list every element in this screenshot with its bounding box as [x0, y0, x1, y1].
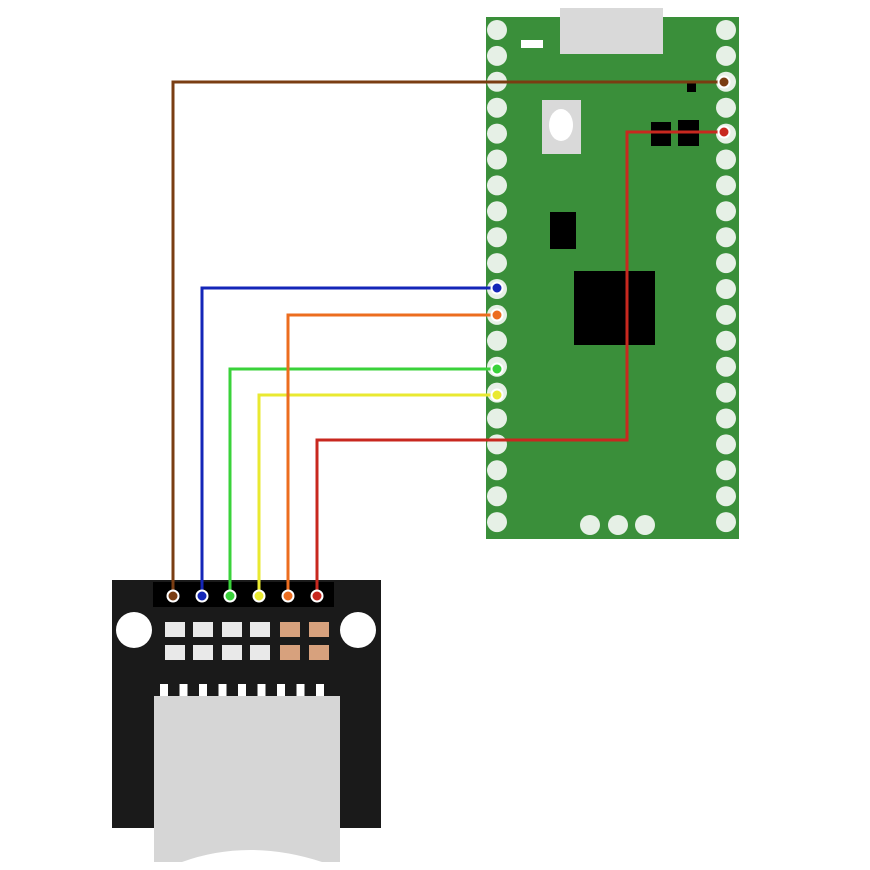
usb-port: [560, 8, 663, 54]
blue-wire-endpoint: [490, 281, 504, 295]
green-wire: [228, 367, 497, 596]
yellow-wire: [257, 393, 497, 596]
sd-card-slot: [154, 696, 340, 862]
pin-pad: [487, 45, 507, 66]
smd-tiny: [687, 83, 696, 92]
pin-pad: [716, 201, 736, 222]
orange-wire-endpoint: [281, 589, 295, 603]
pin-pad: [487, 149, 507, 170]
mounting-hole-right: [340, 612, 376, 648]
yellow-wire-endpoint: [490, 388, 504, 402]
blue-wire: [200, 286, 497, 596]
resistor-band: [280, 637, 300, 645]
green-wire-endpoint: [490, 362, 504, 376]
pin-pad: [487, 20, 507, 40]
pin-pad: [487, 123, 507, 144]
pin-pad: [487, 408, 507, 429]
green-wire-endpoint: [223, 589, 237, 603]
pin-pad: [487, 460, 507, 481]
resistor-array: [165, 622, 329, 660]
sd-contact: [277, 684, 285, 698]
pin-pad: [716, 512, 736, 533]
sd-contact: [179, 684, 188, 698]
sd-header-strip: [153, 582, 334, 607]
sd-contact: [296, 684, 305, 698]
pin-pad: [608, 515, 628, 535]
resistor-band: [309, 637, 329, 645]
sd-contact: [199, 684, 207, 698]
pin-pad: [487, 201, 507, 222]
sd-slot-contacts: [160, 684, 324, 698]
red-wire-endpoint: [717, 125, 731, 139]
sd-contact: [238, 684, 246, 698]
sd-contact: [257, 684, 266, 698]
microcontroller-board: [486, 8, 739, 539]
pin-pad: [716, 330, 736, 351]
pin-pad: [716, 253, 736, 274]
pin-pad: [716, 382, 736, 403]
pin-pad: [716, 45, 736, 66]
yellow-wire-endpoint: [252, 589, 266, 603]
pin-pad: [716, 434, 736, 455]
pin-pad: [487, 330, 507, 351]
orange-wire: [286, 313, 497, 596]
pin-pad: [487, 253, 507, 274]
smd-pair-left: [651, 122, 671, 146]
pin-pad: [716, 486, 736, 507]
brown-wire-endpoint: [166, 589, 180, 603]
pin-pad: [716, 460, 736, 481]
resistor-band: [250, 637, 270, 645]
led-indicator: [521, 40, 543, 48]
pin-pad: [635, 515, 655, 535]
sd-contact: [218, 684, 227, 698]
reset-button-cap: [549, 109, 573, 141]
brown-wire-endpoint: [717, 75, 731, 89]
sd-card-module: [112, 580, 381, 862]
resistor-band: [222, 637, 242, 645]
sd-contact: [316, 684, 324, 698]
pin-pad: [716, 356, 736, 377]
resistor-band: [193, 637, 213, 645]
pin-pad: [716, 408, 736, 429]
mounting-hole-left: [116, 612, 152, 648]
red-wire: [315, 130, 724, 596]
pin-pad: [716, 227, 736, 248]
pin-pad: [487, 227, 507, 248]
brown-wire: [171, 80, 724, 596]
resistor-band: [165, 637, 185, 645]
pin-pad: [716, 97, 736, 118]
regulator-chip: [550, 212, 576, 249]
blue-wire-endpoint: [195, 589, 209, 603]
wires: [171, 80, 724, 596]
main-mcu-chip: [574, 271, 655, 345]
pin-pad: [716, 279, 736, 299]
red-wire-endpoint: [310, 589, 324, 603]
pin-pad: [487, 486, 507, 507]
pin-pad: [716, 175, 736, 196]
pin-pad: [716, 20, 736, 40]
pin-pad: [716, 304, 736, 325]
pin-pad: [487, 434, 507, 455]
pin-pad: [487, 175, 507, 196]
orange-wire-endpoint: [490, 308, 504, 322]
bottom-pin-header: [580, 515, 655, 535]
pin-pad: [487, 512, 507, 533]
wire-endpoints: [166, 75, 731, 603]
sd-contact: [160, 684, 168, 698]
pin-pad: [716, 149, 736, 170]
pin-pad: [487, 97, 507, 118]
pin-pad: [580, 515, 600, 535]
